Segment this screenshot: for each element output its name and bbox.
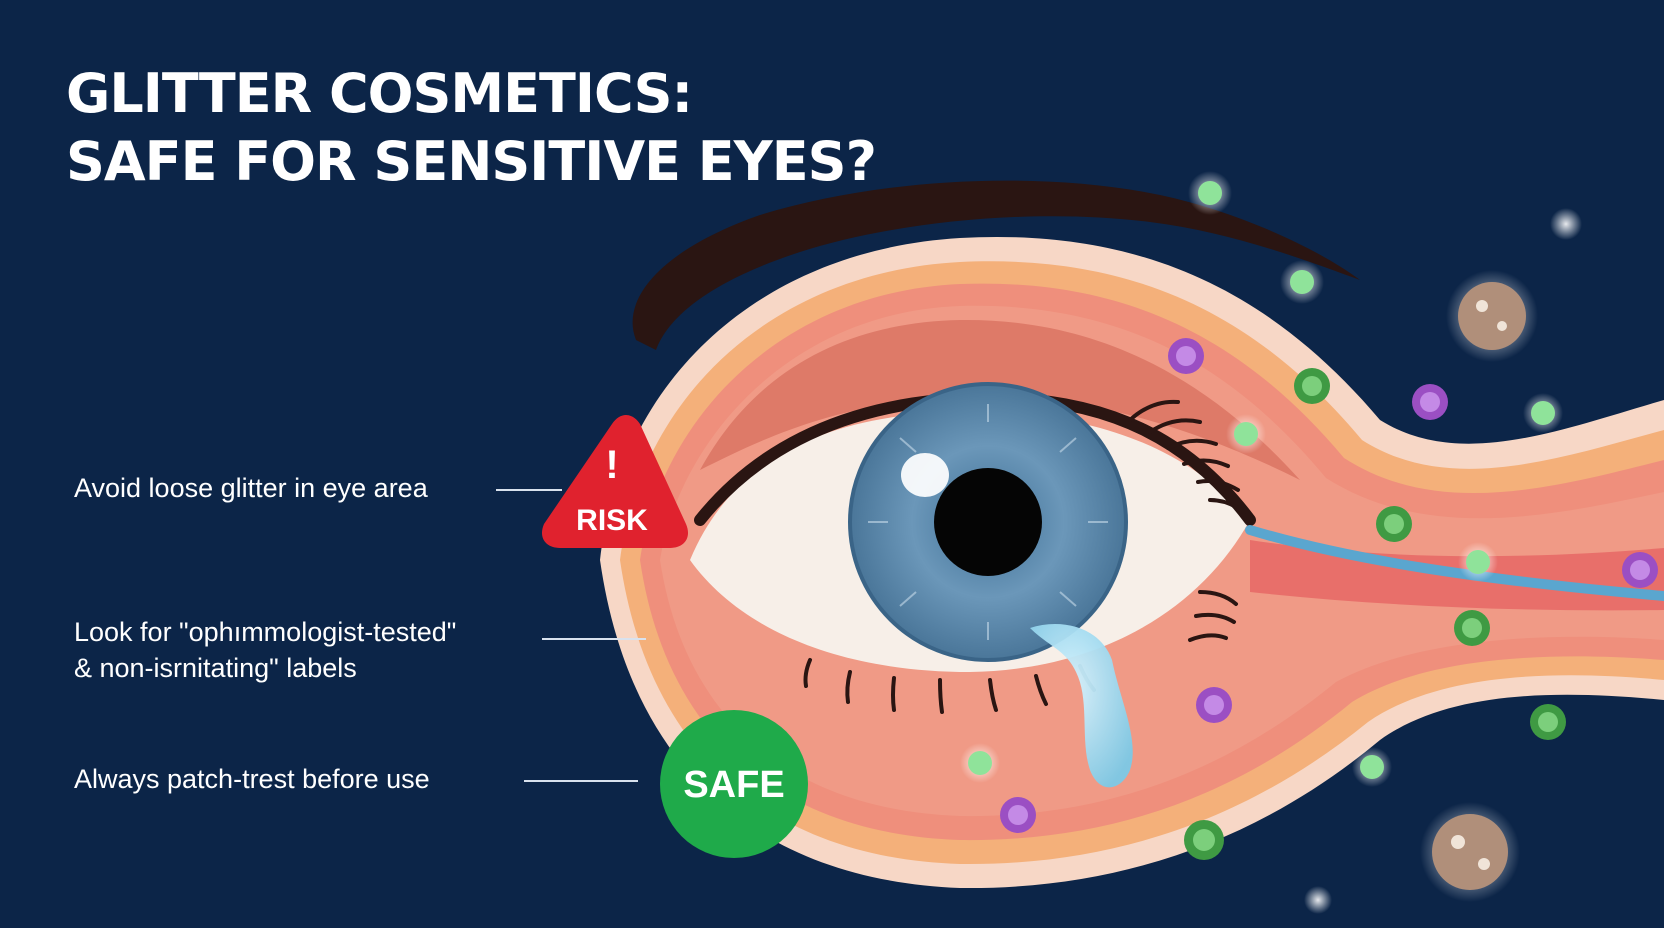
callout-look-for: Look for "ophımmologist-tested" & non-is…: [74, 614, 456, 686]
risk-badge: ! RISK: [541, 415, 689, 548]
risk-label: RISK: [576, 504, 648, 537]
safe-badge: SAFE: [660, 710, 808, 858]
callout-patch-test: Always patch-trest before use: [74, 761, 430, 797]
callout-avoid-connector: [496, 489, 562, 491]
title-line-2: SAFE FOR SENSITIVE EYES?: [66, 130, 877, 193]
safe-circle-badge: [660, 710, 808, 858]
iris: [848, 382, 1128, 662]
safe-label: SAFE: [683, 764, 784, 806]
risk-exclamation: !: [605, 443, 618, 487]
tear-drop: [1030, 623, 1133, 788]
title-line-1: GLITTER COSMETICS:: [66, 62, 693, 125]
glitter-particles: [960, 171, 1658, 914]
page-title: GLITTER COSMETICS: SAFE FOR SENSITIVE EY…: [66, 60, 877, 196]
callout-look-line-1: Look for "ophımmologist-tested": [74, 617, 457, 647]
callout-patch-connector: [524, 780, 638, 782]
tear-duct: [1245, 525, 1664, 601]
pupil: [934, 468, 1042, 576]
warning-triangle-icon: [541, 415, 689, 548]
callout-avoid: Avoid loose glitter in eye area: [74, 470, 428, 506]
callout-patch-text: Always patch-trest before use: [74, 764, 430, 794]
callout-look-connector: [542, 638, 646, 640]
callout-look-line-2: & non-isrnitating" labels: [74, 653, 357, 683]
callout-avoid-text: Avoid loose glitter in eye area: [74, 473, 428, 503]
eyebrow: [632, 180, 1360, 350]
eye-highlight: [901, 453, 949, 497]
